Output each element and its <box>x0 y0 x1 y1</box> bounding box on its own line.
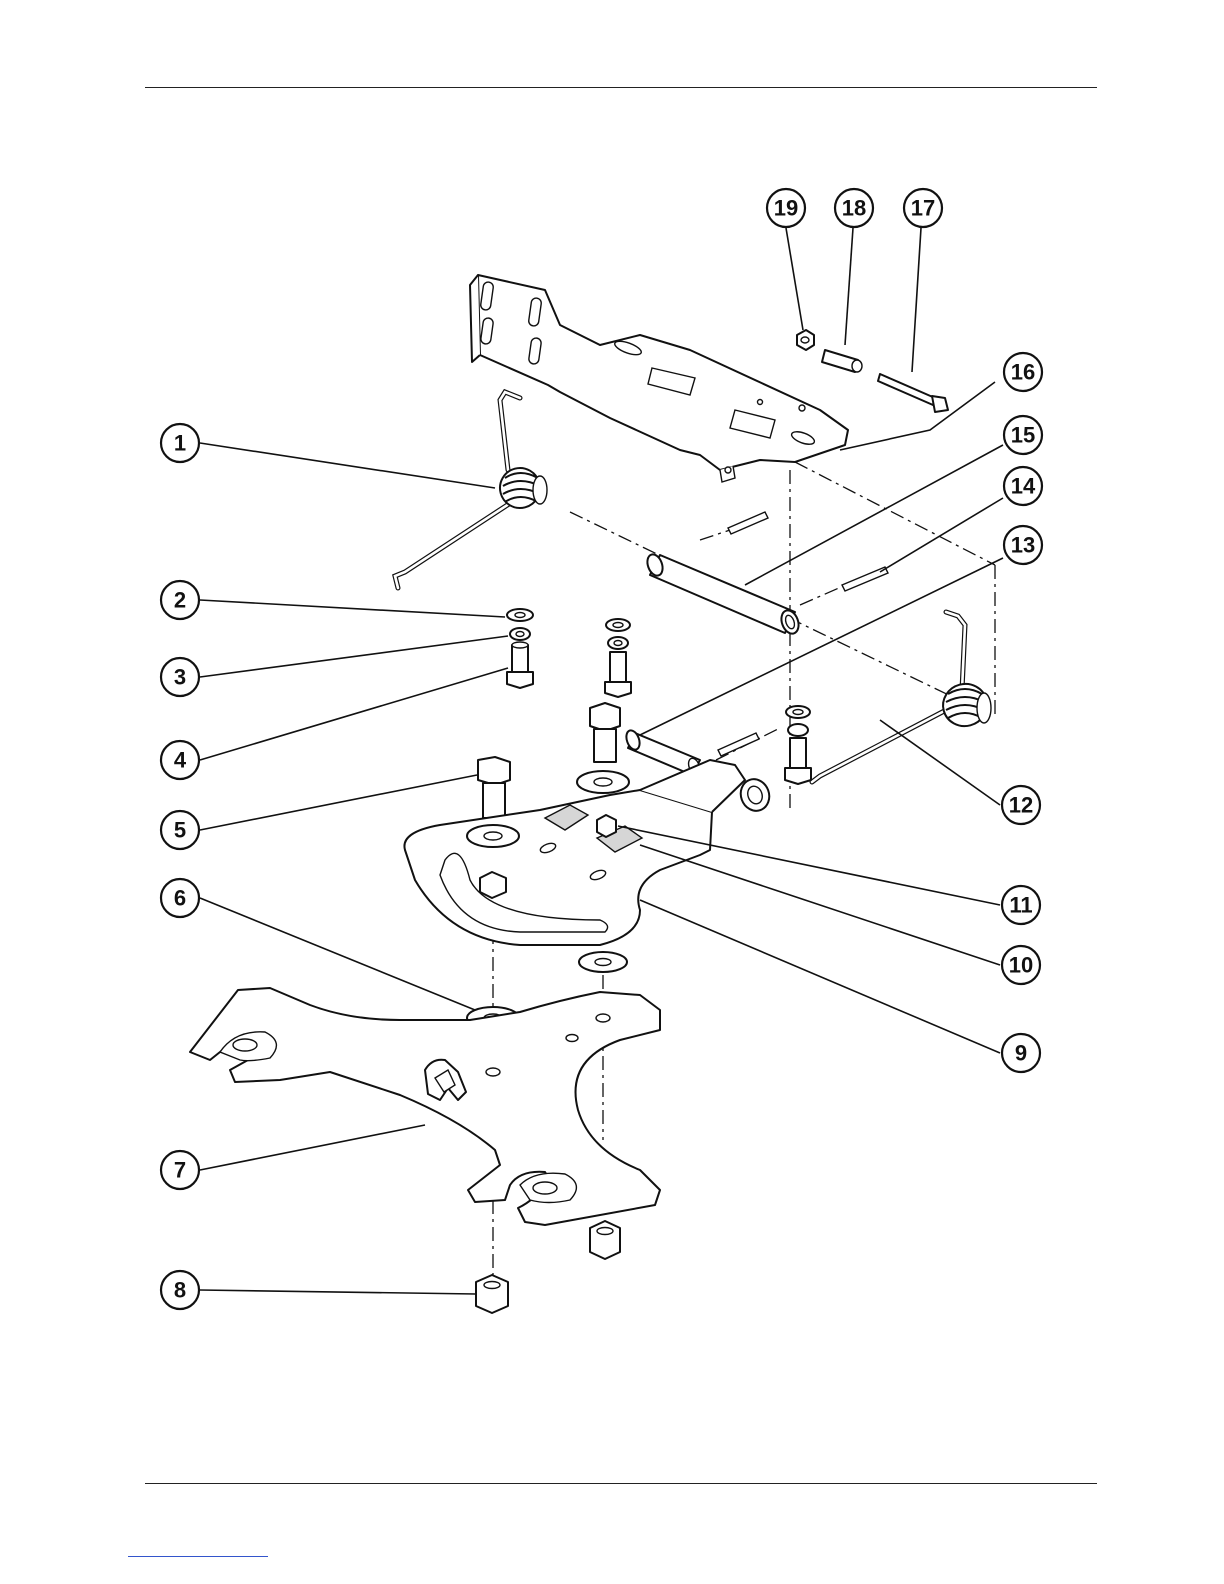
small-nut-19 <box>797 330 814 350</box>
svg-text:18: 18 <box>842 196 866 221</box>
spacer-tube-18 <box>822 350 862 372</box>
svg-text:17: 17 <box>911 196 935 221</box>
callout-12: 12 <box>1002 786 1040 824</box>
left-torsion-spring <box>395 392 547 588</box>
washer-upper-center <box>577 771 629 793</box>
callout-7: 7 <box>161 1151 199 1189</box>
long-bolt-17 <box>878 374 948 412</box>
callout-4: 4 <box>161 741 199 779</box>
base-plate-7 <box>190 988 660 1225</box>
callout-3: 3 <box>161 658 199 696</box>
svg-text:13: 13 <box>1011 533 1035 558</box>
hex-bolt-center <box>590 703 620 762</box>
svg-text:12: 12 <box>1009 793 1033 818</box>
svg-text:7: 7 <box>174 1158 186 1183</box>
svg-text:3: 3 <box>174 665 186 690</box>
washer-upper-left <box>467 825 519 847</box>
cotter-pin-upper <box>728 512 768 534</box>
svg-text:14: 14 <box>1011 474 1036 499</box>
callout-5: 5 <box>161 811 199 849</box>
svg-text:1: 1 <box>174 431 186 456</box>
svg-text:4: 4 <box>174 748 187 773</box>
callout-2: 2 <box>161 581 199 619</box>
washer-lower-center <box>579 952 627 972</box>
callout-14: 14 <box>1004 467 1042 505</box>
lock-nut-8 <box>476 1275 508 1313</box>
callout-15: 15 <box>1004 416 1042 454</box>
callout-13: 13 <box>1004 526 1042 564</box>
svg-text:9: 9 <box>1015 1041 1027 1066</box>
washer-stack-right <box>785 706 811 784</box>
lock-washer-3 <box>510 628 530 640</box>
callout-18: 18 <box>835 189 873 227</box>
svg-text:5: 5 <box>174 818 186 843</box>
cotter-pin-lower <box>718 733 759 756</box>
svg-text:19: 19 <box>774 196 798 221</box>
callout-9: 9 <box>1002 1034 1040 1072</box>
svg-text:8: 8 <box>174 1278 186 1303</box>
callout-8: 8 <box>161 1271 199 1309</box>
svg-text:2: 2 <box>174 588 186 613</box>
lock-nut-right <box>590 1221 620 1259</box>
svg-text:11: 11 <box>1009 893 1032 918</box>
svg-text:16: 16 <box>1011 360 1035 385</box>
callout-16: 16 <box>1004 353 1042 391</box>
svg-text:15: 15 <box>1011 423 1035 448</box>
svg-text:6: 6 <box>174 886 186 911</box>
hex-bolt-5 <box>478 757 510 818</box>
callout-1: 1 <box>161 424 199 462</box>
washer-2 <box>507 609 533 621</box>
nut-11 <box>597 815 616 837</box>
callout-19: 19 <box>767 189 805 227</box>
callout-6: 6 <box>161 879 199 917</box>
callout-11: 11 <box>1002 886 1040 924</box>
upper-mounting-bracket <box>470 275 848 482</box>
hinge-tube-15 <box>645 552 802 636</box>
nut-plate-left <box>480 872 506 898</box>
svg-text:10: 10 <box>1009 953 1033 978</box>
callout-10: 10 <box>1002 946 1040 984</box>
washer-stack-center <box>605 619 631 697</box>
callout-17: 17 <box>904 189 942 227</box>
bolt-4 <box>507 642 533 688</box>
